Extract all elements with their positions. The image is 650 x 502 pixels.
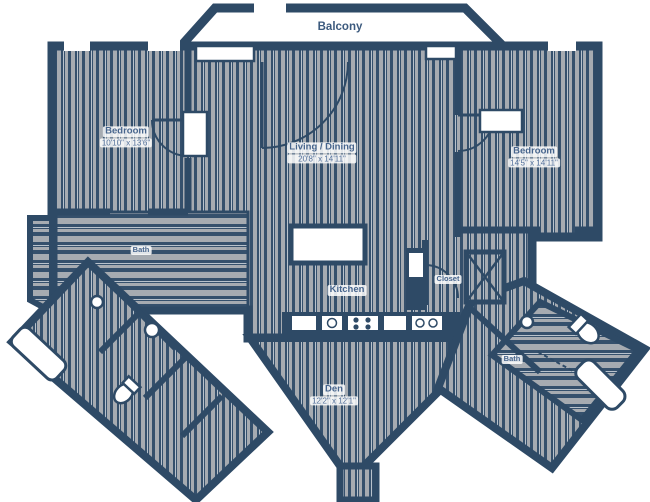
bedroom-left-closet	[181, 110, 209, 158]
sink-icon	[519, 314, 535, 330]
kitchen-island	[288, 223, 368, 266]
den-floor	[242, 334, 456, 487]
balcony-door-gap	[254, 2, 286, 14]
kitchen-fixtures	[282, 223, 460, 334]
sink-icon	[326, 317, 338, 329]
left-bath-fixtures	[9, 294, 161, 405]
sink-icon	[143, 321, 161, 339]
window-gaps	[64, 40, 576, 51]
foyer-door-arc	[424, 264, 459, 299]
closet-box	[463, 249, 507, 305]
left-wing	[6, 256, 274, 502]
bathtub-icon	[9, 325, 68, 382]
den-stub	[336, 462, 380, 502]
builtins	[181, 44, 524, 158]
stove-icon	[348, 316, 378, 330]
bathtub-icon	[574, 358, 627, 411]
unit-outline	[6, 41, 650, 502]
closet-x-icon	[465, 251, 505, 303]
sink-icon	[89, 294, 105, 310]
balcony-door-arc	[261, 61, 349, 149]
balcony-outline	[170, 2, 514, 51]
bedroom-right-dresser	[478, 108, 524, 134]
right-bath-fixtures	[519, 312, 627, 411]
